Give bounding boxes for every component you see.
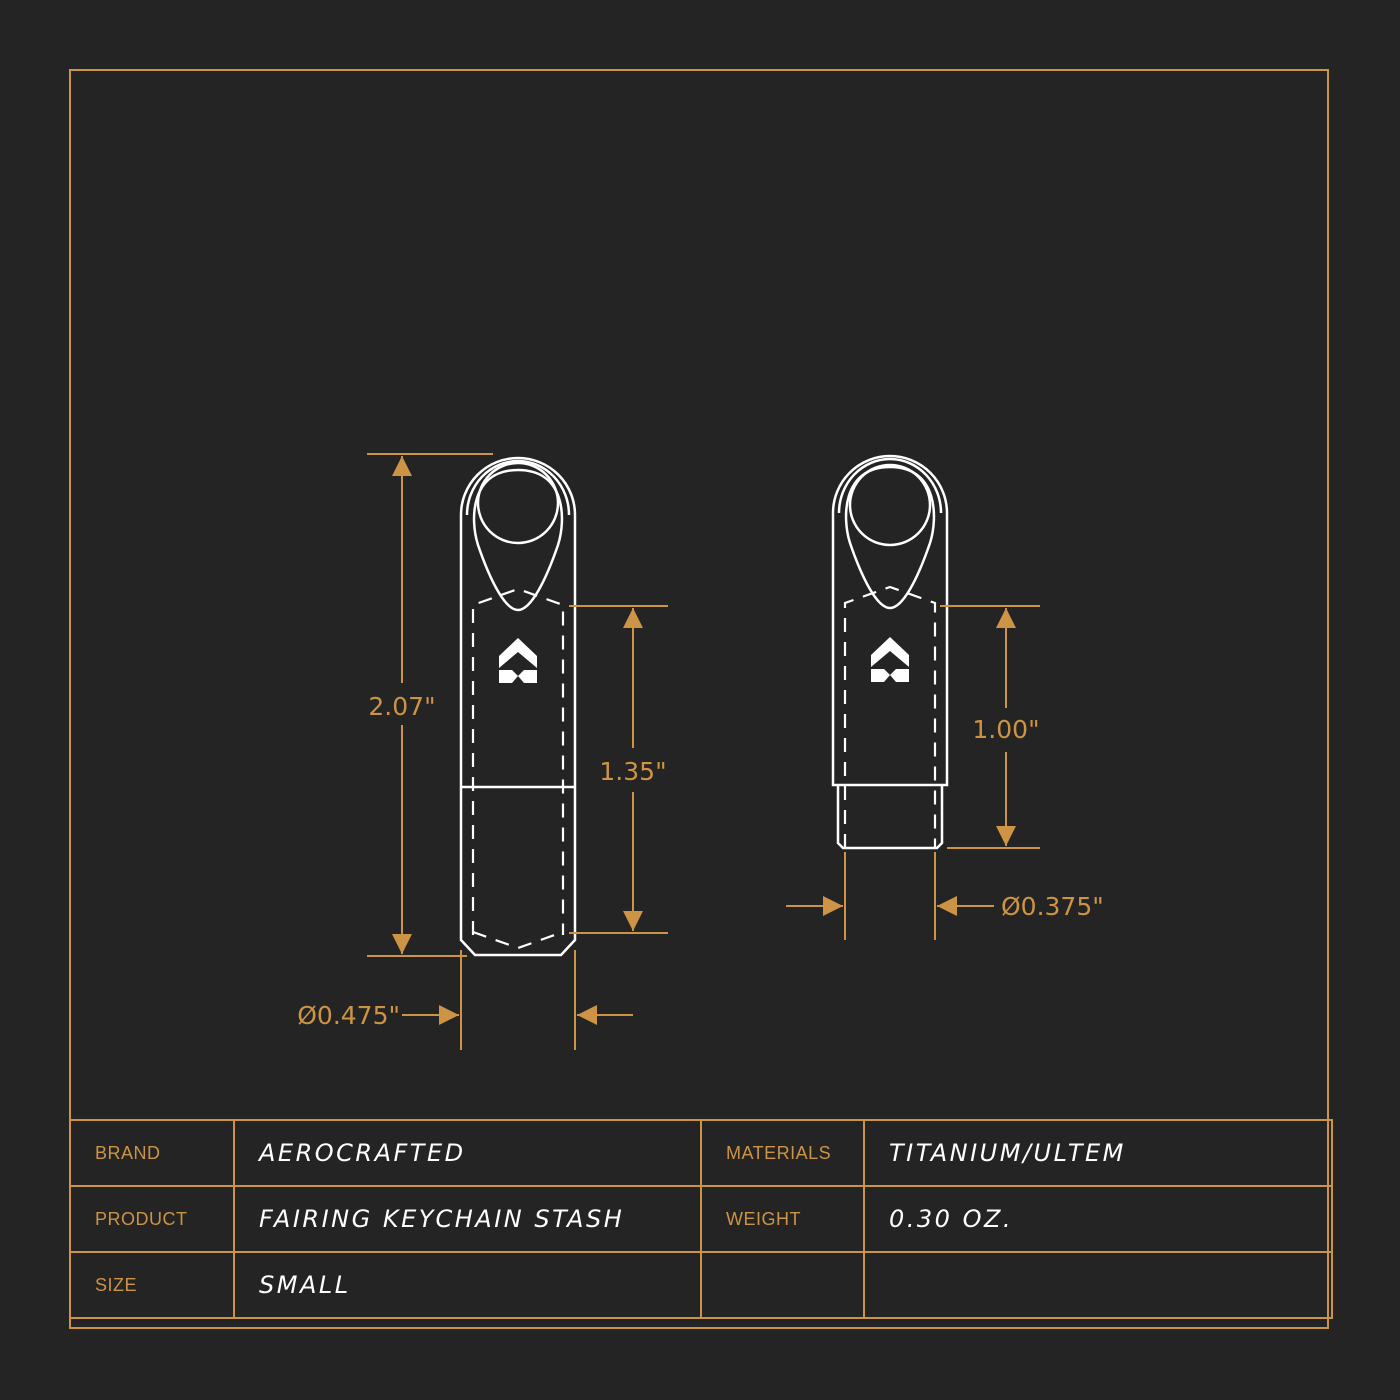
spec-value-size: SMALL — [233, 1251, 702, 1319]
small-part-dimension-lines — [786, 605, 1040, 940]
spec-value-product: FAIRING KEYCHAIN STASH — [233, 1185, 702, 1253]
small-body-length-label: 1.00" — [972, 715, 1039, 744]
spec-key-empty — [700, 1251, 865, 1319]
small-part-logo-icon — [871, 637, 909, 682]
spec-value-empty — [863, 1251, 1333, 1319]
spec-row-brand: BRAND AEROCRAFTED MATERIALS TITANIUM/ULT… — [69, 1119, 1333, 1187]
spec-key-materials: MATERIALS — [700, 1119, 865, 1187]
large-body-length-label: 1.35" — [599, 757, 666, 786]
small-part-outline — [831, 454, 949, 850]
spec-row-product: PRODUCT FAIRING KEYCHAIN STASH WEIGHT 0.… — [69, 1185, 1333, 1253]
spec-value-materials: TITANIUM/ULTEM — [863, 1119, 1333, 1187]
spec-key-size: SIZE — [69, 1251, 235, 1319]
large-part-outline — [459, 456, 577, 957]
spec-key-product: PRODUCT — [69, 1185, 235, 1253]
drawing-frame — [69, 69, 1329, 1329]
large-part-logo-icon — [499, 638, 537, 683]
overall-length-label: 2.07" — [368, 692, 435, 721]
large-part-hidden-lines — [471, 587, 565, 950]
spec-value-weight: 0.30 OZ. — [863, 1185, 1333, 1253]
spec-key-weight: WEIGHT — [700, 1185, 865, 1253]
small-diameter-label: Ø0.375" — [1001, 892, 1104, 921]
large-diameter-label: Ø0.475" — [297, 1001, 400, 1030]
small-part-hidden-lines — [843, 585, 937, 848]
large-part-dimension-lines — [367, 453, 668, 1050]
spec-table: BRAND AEROCRAFTED MATERIALS TITANIUM/ULT… — [69, 1119, 1333, 1319]
spec-row-size: SIZE SMALL — [69, 1251, 1333, 1319]
spec-value-brand: AEROCRAFTED — [233, 1119, 702, 1187]
spec-key-brand: BRAND — [69, 1119, 235, 1187]
